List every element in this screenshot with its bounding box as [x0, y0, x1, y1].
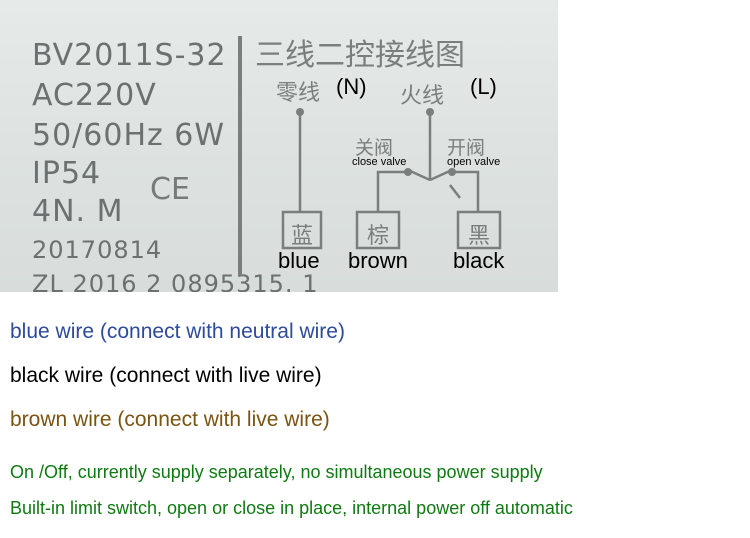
close-valve-overlay-label: close valve — [352, 156, 407, 168]
close-valve-label-cn: 关阀 — [355, 137, 394, 159]
divider-line — [238, 36, 242, 276]
live-label-cn: 火线 — [400, 84, 445, 109]
label-photo: BV2011S-32 AC220V 50/60Hz 6W IP54 4N. M … — [0, 0, 558, 292]
blue-wire-description: blue wire (connect with neutral wire) — [10, 320, 345, 343]
close-valve-wire — [376, 170, 408, 212]
blue-terminal-box — [281, 210, 323, 250]
brown-terminal-box — [355, 210, 401, 250]
switch-mark — [449, 184, 461, 199]
voltage-spec: AC220V — [32, 78, 157, 113]
neutral-label-cn: 零线 — [276, 81, 321, 106]
open-valve-label-cn: 开阀 — [447, 137, 486, 159]
black-wire-description: black wire (connect with live wire) — [10, 364, 322, 387]
ip-rating: IP54 — [32, 156, 102, 191]
blue-overlay-label: blue — [278, 248, 320, 273]
power-supply-note: On /Off, currently supply separately, no… — [10, 462, 543, 482]
torque-spec: 4N. M — [32, 194, 124, 229]
date-code: 20170814 — [32, 236, 163, 264]
limit-switch-note: Built-in limit switch, open or close in … — [10, 498, 573, 518]
close-contact — [404, 168, 412, 176]
black-overlay-label: black — [453, 248, 505, 273]
patent-code: ZL 2016 2 0895315. 1 — [32, 270, 319, 292]
frequency-power-spec: 50/60Hz 6W — [32, 118, 226, 153]
black-terminal-cn: 黑 — [468, 224, 491, 249]
neutral-overlay-label: (N) — [336, 74, 367, 99]
live-overlay-label: (L) — [470, 74, 497, 99]
wiring-diagram — [281, 108, 502, 250]
open-contact — [448, 168, 456, 176]
brown-terminal-cn: 棕 — [367, 224, 390, 249]
open-valve-overlay-label: open valve — [447, 156, 501, 168]
blue-terminal-cn: 蓝 — [291, 224, 314, 249]
brown-wire-description: brown wire (connect with live wire) — [10, 408, 330, 431]
ce-mark: CE — [150, 172, 190, 207]
diagram-title: 三线二控接线图 — [255, 38, 465, 73]
live-node — [426, 108, 434, 116]
open-valve-wire — [452, 170, 480, 212]
brown-overlay-label: brown — [348, 248, 408, 273]
neutral-node — [296, 108, 304, 116]
model-number: BV2011S-32 — [32, 38, 227, 73]
black-terminal-box — [456, 210, 502, 250]
